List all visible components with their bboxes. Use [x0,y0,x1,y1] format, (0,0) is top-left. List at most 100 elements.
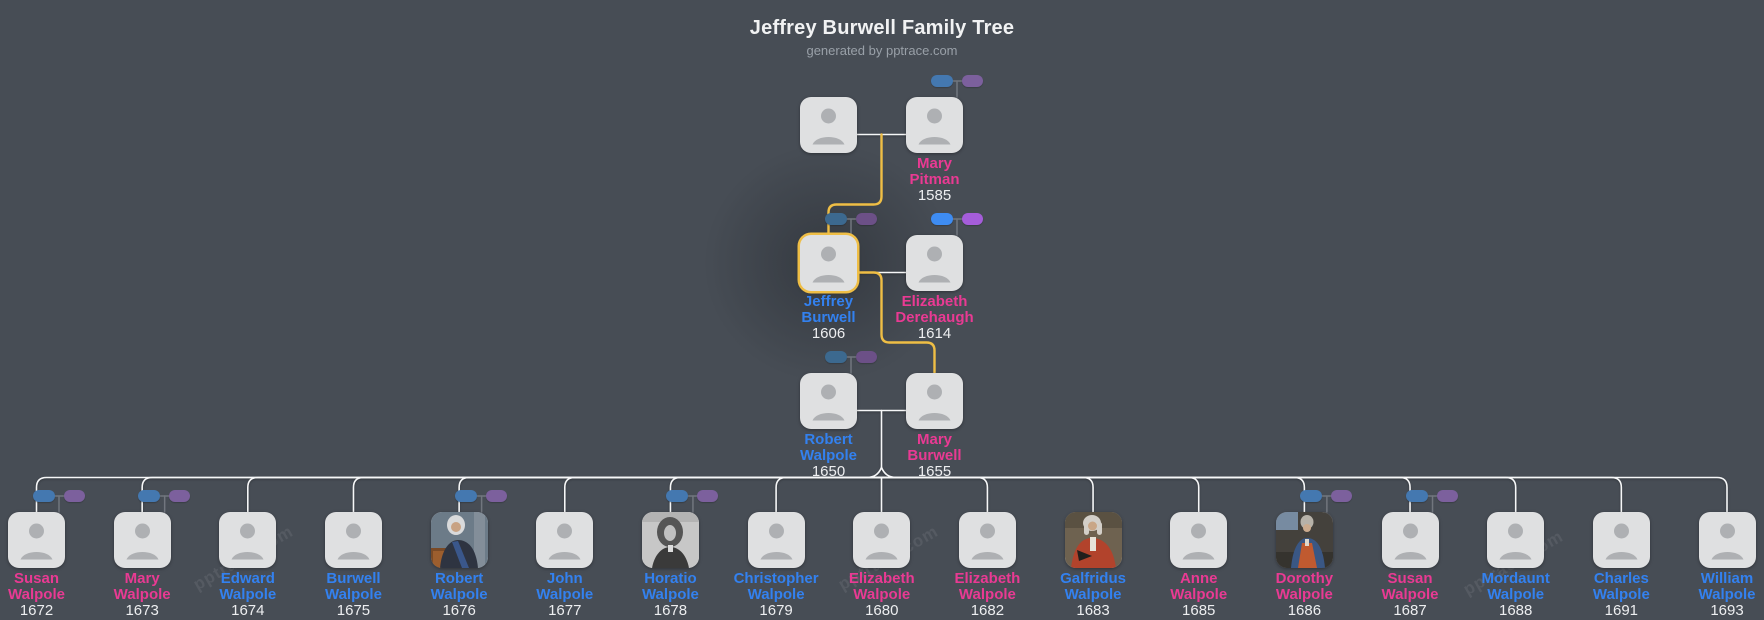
person-node-horatio-walpole-1678[interactable] [641,512,699,568]
mother-pill-icon[interactable] [961,75,983,87]
portrait-image [1064,512,1122,568]
person-year: 1677 [548,602,582,619]
person-year: 1682 [970,602,1005,619]
father-pill-icon[interactable] [930,213,953,225]
person-node-mary-walpole-1673[interactable] [113,512,171,568]
person-node-anne-walpole-1685[interactable] [1170,512,1228,568]
person-node-mary-burwell-1655[interactable] [906,373,963,429]
mother-pill-icon[interactable] [1437,490,1459,502]
person-node-unnamed-person[interactable] [800,97,857,153]
person-year: 1680 [865,602,899,619]
expand-ancestors-pills[interactable] [1300,490,1353,502]
father-pill-icon[interactable] [930,75,953,87]
father-pill-icon[interactable] [455,490,478,502]
avatar-placeholder-icon [126,523,159,560]
person-node-jeffrey-burwell-1606[interactable] [800,235,857,291]
person-node-burwell-walpole-1675[interactable] [324,512,382,568]
person-node-elizabeth-derehaugh-1614[interactable] [906,235,963,291]
person-node-elizabeth-walpole-1682[interactable] [958,512,1016,568]
mother-pill-icon[interactable] [486,490,508,502]
person-node-robert-walpole-1650[interactable] [800,373,857,429]
avatar-placeholder-icon [865,523,898,560]
mother-pill-icon[interactable] [961,213,983,225]
person-node-charles-walpole-1691[interactable] [1592,512,1650,568]
father-pill-icon[interactable] [666,490,689,502]
father-pill-icon[interactable] [1300,490,1323,502]
person-year: 1679 [759,602,793,619]
person-node-john-walpole-1677[interactable] [536,512,594,568]
expand-ancestors-pills[interactable] [930,213,983,225]
father-pill-icon[interactable] [824,351,847,363]
person-year: 1687 [1393,602,1427,619]
connector-line [775,476,883,513]
person-node-edward-walpole-1674[interactable] [219,512,277,568]
person-year: 1673 [125,602,159,619]
connector-line [352,476,883,513]
expand-ancestors-pills[interactable] [824,351,877,363]
mother-pill-icon[interactable] [169,490,191,502]
avatar-placeholder-icon [1182,523,1215,560]
portrait-image [641,512,699,568]
person-node-galfridus-walpole-1683[interactable] [1064,512,1122,568]
mother-pill-icon[interactable] [855,213,877,225]
mother-pill-icon[interactable] [63,490,85,502]
person-node-william-walpole-1693[interactable] [1698,512,1756,568]
person-node-mary-pitman-1585[interactable] [906,97,963,153]
connector-line [35,476,883,513]
father-pill-icon[interactable] [138,490,161,502]
father-pill-icon[interactable] [824,213,847,225]
person-node-susan-walpole-1687[interactable] [1381,512,1439,568]
mother-pill-icon[interactable] [1331,490,1353,502]
expand-ancestors-pills[interactable] [666,490,719,502]
page-header: Jeffrey Burwell Family Tree generated by… [0,0,1764,58]
avatar-placeholder-icon [812,246,845,283]
person-node-dorothy-walpole-1686[interactable] [1275,512,1333,568]
avatar-placeholder-icon [812,384,845,421]
person-year: 1683 [1076,602,1110,619]
expand-ancestors-pills[interactable] [138,490,191,502]
person-year: 1693 [1710,602,1744,619]
person-year: 1674 [231,602,265,619]
mother-pill-icon[interactable] [855,351,877,363]
avatar-placeholder-icon [918,384,951,421]
expand-ancestors-pills[interactable] [824,213,877,225]
father-pill-icon[interactable] [1406,490,1429,502]
father-pill-icon[interactable] [32,490,55,502]
expand-ancestors-pills[interactable] [1406,490,1459,502]
highlight-path [827,133,936,375]
person-node-robert-walpole-1676[interactable] [430,512,488,568]
person-node-elizabeth-walpole-1680[interactable] [853,512,911,568]
connector-line [856,271,936,375]
person-year: 1685 [1182,602,1216,619]
person-node-christopher-walpole-1679[interactable] [747,512,805,568]
expand-ancestors-pills[interactable] [455,490,508,502]
avatar-placeholder-icon [231,523,264,560]
person-node-susan-walpole-1672[interactable] [8,512,65,568]
expand-ancestors-pills[interactable] [930,75,983,87]
expand-ancestors-pills[interactable] [32,490,85,502]
person-year: 1686 [1287,602,1322,619]
mother-pill-icon[interactable] [697,490,719,502]
connector-line [880,476,1623,513]
connector-line [141,476,883,513]
connector-line [880,476,1728,513]
connector-line [827,133,883,237]
person-node-mordaunt-walpole-1688[interactable] [1487,512,1545,568]
person-year: 1691 [1604,602,1639,619]
